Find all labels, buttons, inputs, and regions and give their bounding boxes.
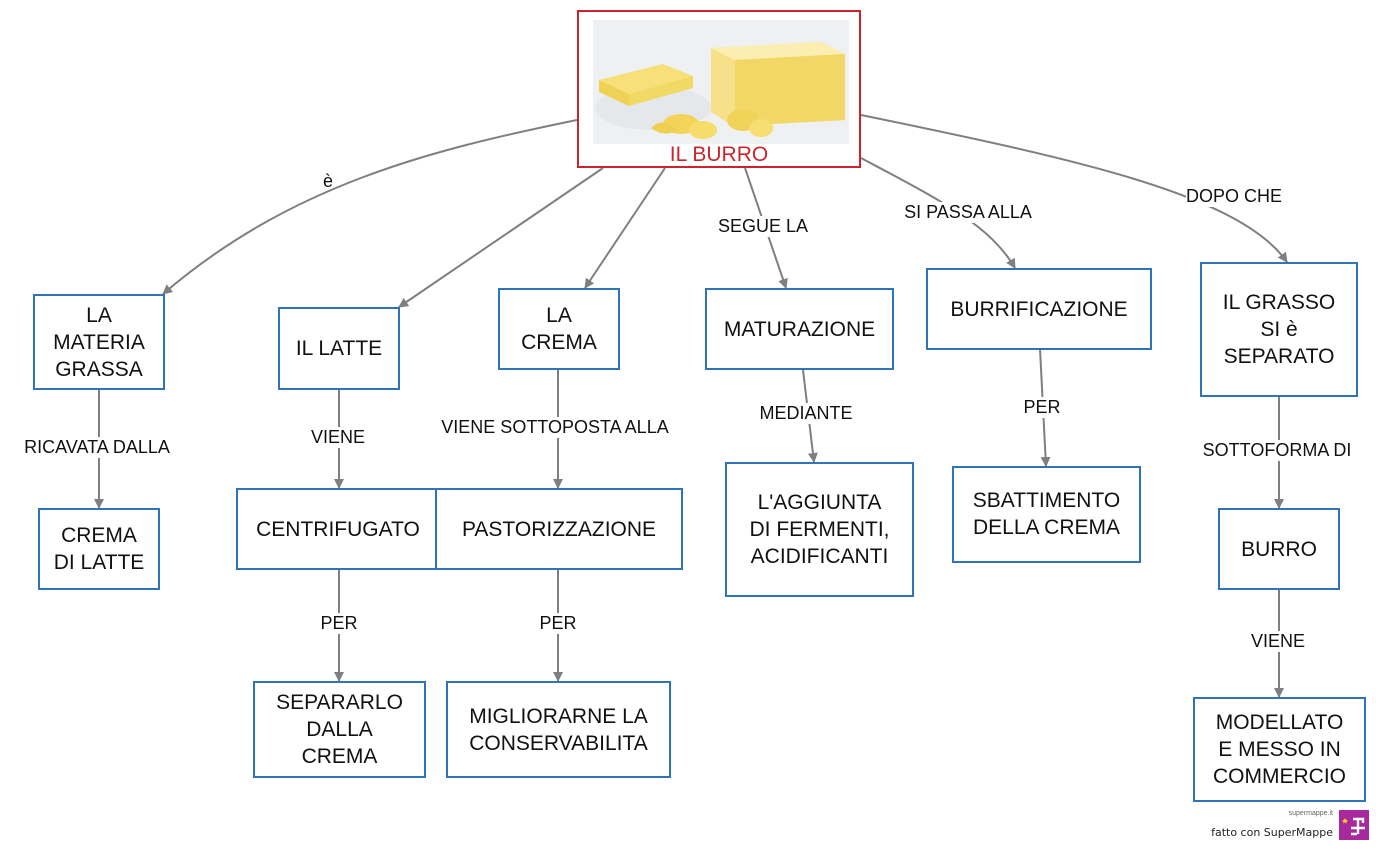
- node-pastorizzazione[interactable]: PASTORIZZAZIONE: [435, 488, 683, 570]
- root-title: IL BURRO: [669, 143, 769, 166]
- link-label-segue: SEGUE LA: [717, 216, 809, 237]
- link-root-grasso: [860, 114, 1288, 263]
- node-la-crema[interactable]: LA CREMA: [498, 288, 620, 370]
- supermappe-branding[interactable]: supermappe.it fatto con SuperMappe: [1205, 810, 1371, 846]
- link-label-passa: SI PASSA ALLA: [904, 202, 1032, 223]
- link-root-materia: [162, 119, 578, 295]
- node-materia-grassa[interactable]: LA MATERIA GRASSA: [33, 294, 165, 390]
- node-separarlo[interactable]: SEPARARLO DALLA CREMA: [253, 681, 426, 778]
- link-label-ricavata: RICAVATA DALLA: [24, 437, 170, 458]
- link-label-viene-2: VIENE: [1250, 631, 1306, 652]
- node-crema-di-latte[interactable]: CREMA DI LATTE: [38, 508, 160, 590]
- link-label-per-3: PER: [1023, 397, 1061, 418]
- link-root-crema: [584, 167, 666, 289]
- node-il-latte[interactable]: IL LATTE: [278, 307, 400, 390]
- node-centrifugato[interactable]: CENTRIFUGATO: [236, 488, 440, 570]
- node-maturazione[interactable]: MATURAZIONE: [705, 288, 894, 370]
- root-node[interactable]: IL BURRO: [577, 10, 861, 168]
- link-label-viene-1: VIENE: [310, 427, 366, 448]
- link-label-per-2: PER: [539, 613, 577, 634]
- node-modellato[interactable]: MODELLATO E MESSO IN COMMERCIO: [1193, 697, 1366, 802]
- link-label-e: è: [322, 171, 334, 191]
- link-label-mediante: MEDIANTE: [759, 403, 853, 424]
- node-grasso-separato[interactable]: IL GRASSO SI è SEPARATO: [1200, 262, 1358, 397]
- node-aggiunta-fermenti[interactable]: L'AGGIUNTA DI FERMENTI, ACIDIFICANTI: [725, 462, 914, 597]
- link-label-sottoposta: VIENE SOTTOPOSTA ALLA: [441, 417, 669, 438]
- butter-image: [593, 20, 849, 144]
- brand-made-with: fatto con SuperMappe: [1211, 826, 1333, 839]
- link-label-dopo: DOPO CHE: [1185, 186, 1283, 207]
- node-burrificazione[interactable]: BURRIFICAZIONE: [926, 268, 1152, 350]
- node-migliorarne[interactable]: MIGLIORARNE LA CONSERVABILITA: [446, 681, 671, 778]
- link-label-per-1: PER: [320, 613, 358, 634]
- supermappe-logo-icon: [1339, 810, 1369, 840]
- brand-site: supermappe.it: [1288, 810, 1333, 817]
- node-burro[interactable]: BURRO: [1218, 508, 1340, 590]
- node-sbattimento[interactable]: SBATTIMENTO DELLA CREMA: [952, 466, 1141, 563]
- link-label-sottoforma: SOTTOFORMA DI: [1202, 440, 1352, 461]
- link-root-latte: [398, 167, 604, 308]
